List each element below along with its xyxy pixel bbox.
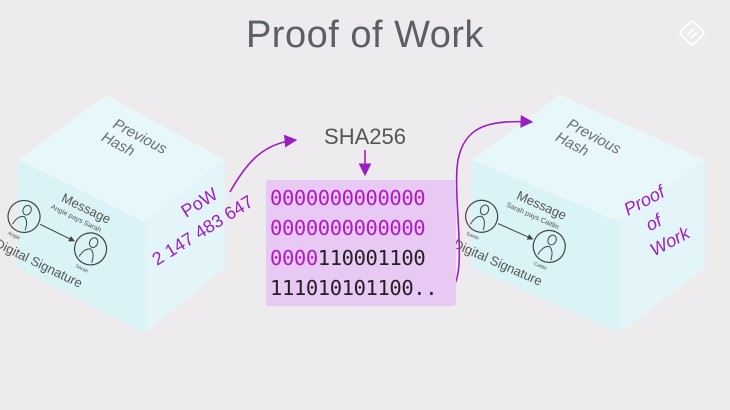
block-right-receiver-name: Caitlin xyxy=(533,261,548,272)
hash-output-box xyxy=(266,180,456,306)
hash-line-3: 0000110001100 xyxy=(270,246,426,270)
sender-avatar-icon xyxy=(465,199,499,233)
transfer-arrow-icon xyxy=(39,223,75,242)
block-left-front-face xyxy=(18,160,145,333)
hash-to-next-block-arrow xyxy=(451,115,534,289)
pow-to-sha-arrow xyxy=(229,134,298,193)
receiver-avatar-icon xyxy=(73,232,108,266)
block-left-side-face xyxy=(145,160,225,333)
receiver-avatar-icon xyxy=(532,229,566,264)
block-right-side-face xyxy=(620,160,705,333)
brand-logo-glyph xyxy=(679,20,705,46)
brand-logo-icon[interactable] xyxy=(673,14,711,52)
block-right-sender-name: Sarah xyxy=(465,231,480,242)
block-left-cube: Previous Hash Message Angie pays Sarah A… xyxy=(0,95,257,333)
transfer-arrow-icon xyxy=(497,223,534,240)
block-left-sender-name: Angie xyxy=(7,230,21,241)
sender-avatar-icon xyxy=(7,199,41,234)
hash-line-3-rest: 110001100 xyxy=(317,246,426,270)
block-left-top-face xyxy=(18,95,225,222)
block-left-receiver-name: Sarah xyxy=(74,263,89,274)
hash-line-2: 0000000000000 xyxy=(270,216,426,240)
page-title: Proof of Work xyxy=(245,14,485,56)
hash-line-4: 111010101100.. xyxy=(270,276,438,300)
block-right-cube: Previous Hash Message Sarah pays Caitlin… xyxy=(451,95,705,333)
hash-line-1: 0000000000000 xyxy=(270,186,426,210)
hash-line-3-prefix: 0000 xyxy=(270,246,318,270)
hash-function-label: SHA256 xyxy=(324,124,406,149)
